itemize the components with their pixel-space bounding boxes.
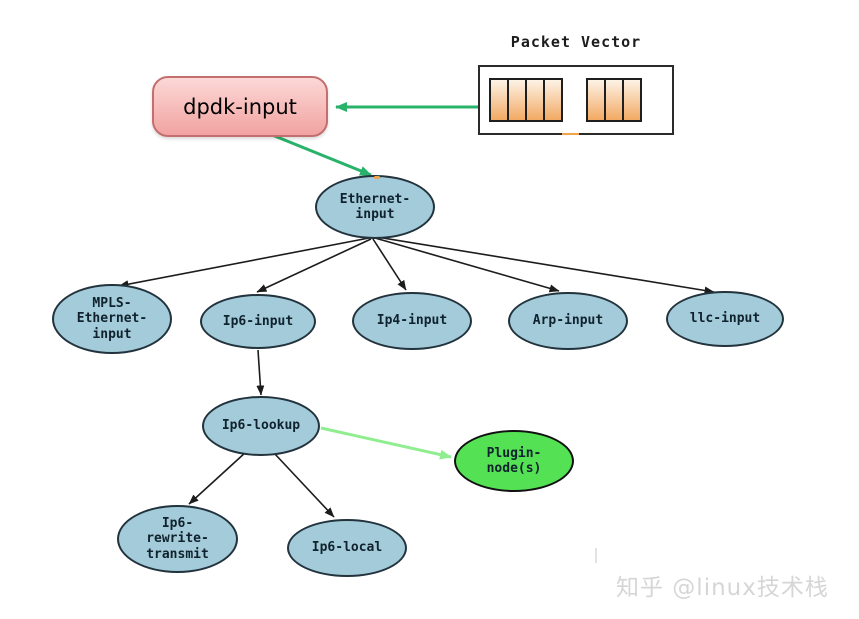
packet-vector-group-2 [586,78,642,122]
arrow-ethernet-to-ip6-input [256,238,372,293]
node-mpls-ethernet-input: MPLS- Ethernet- input [52,284,172,354]
packet-cell [507,78,527,122]
watermark: 知乎 @linux技术栈 [616,575,829,601]
packet-cell [525,78,545,122]
node-ip6-rewrite-transmit: Ip6- rewrite- transmit [117,505,238,573]
arrow-ethernet-to-mpls [118,237,370,289]
node-ethernet-input: Ethernet- input [315,175,435,239]
packet-cell [586,78,606,122]
packet-vector-group-1 [489,78,563,122]
node-ip6-input: Ip6-input [200,294,316,349]
node-llc-input: llc-input [666,291,784,347]
arrow-ip6lookup-to-ip6local [273,452,335,518]
packet-vector-box [478,65,674,135]
packet-cell [622,78,642,122]
node-dpdk-input: dpdk-input [152,76,328,137]
arrow-ip6lookup-to-rewrite [188,451,247,505]
arrow-ethernet-to-ip4-input [372,238,407,291]
packet-cell [604,78,624,122]
arrow-ip6input-to-ip6lookup [256,349,265,396]
packet-cell [489,78,509,122]
packet-vector-title: Packet Vector [510,33,642,51]
node-plugin-nodes: Plugin- node(s) [454,430,574,492]
arrow-ip6lookup-to-plugin [320,426,452,460]
node-arp-input: Arp-input [508,292,628,350]
node-ip4-input: Ip4-input [352,292,472,350]
arrow-ethernet-to-llc-input [376,236,715,295]
node-ip6-lookup: Ip6-lookup [202,396,320,456]
arrow-ethernet-to-arp-input [374,237,560,293]
gray-artifact [595,548,597,563]
node-ip6-local: Ip6-local [287,519,407,577]
packet-cell [543,78,563,122]
orange-mark-packetbox [562,133,579,135]
orange-mark-ethernet [374,176,380,179]
